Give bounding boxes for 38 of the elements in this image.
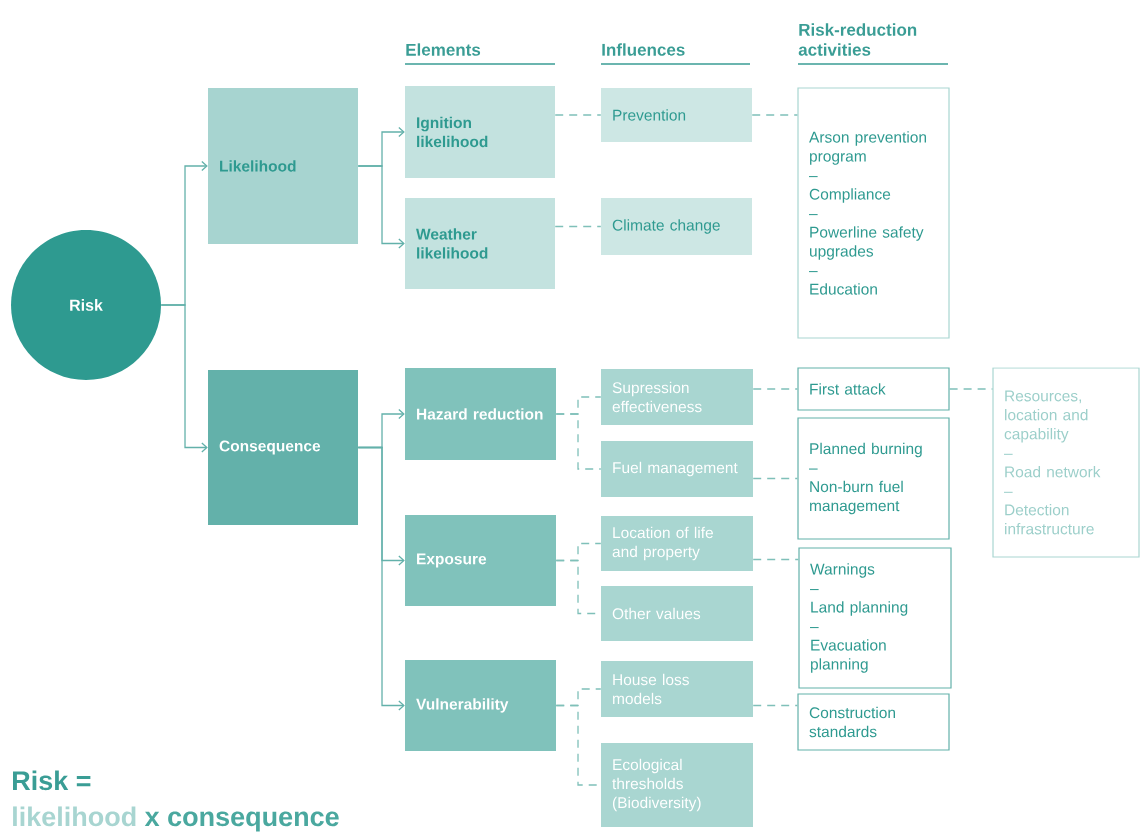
arrow	[160, 304, 208, 453]
activity-box: Resources, location and capability – Road network – Detection infrastructure	[992, 367, 1140, 558]
connector-line	[752, 388, 799, 390]
influence-box: Ecological thresholds (Biodiversity)	[601, 743, 753, 827]
arrow	[357, 446, 405, 711]
element-box: Hazard reduction	[405, 368, 556, 460]
connector-line	[752, 704, 799, 707]
influence-box: Prevention	[601, 88, 752, 142]
influence-box: Location of life and property	[601, 516, 753, 571]
element-box: Ignition likelihood	[405, 86, 555, 178]
formula-text: Risk =	[13, 770, 91, 791]
column-heading: Influences	[602, 43, 685, 56]
connector-line	[751, 114, 799, 116]
element-box: Vulnerability	[405, 660, 556, 751]
activity-box: Arson prevention program – Compliance – Powerline safety upgrades – Education	[797, 87, 950, 339]
connector-line	[752, 477, 799, 480]
influence-box: Supression effectiveness	[601, 369, 753, 425]
connector-line	[554, 114, 602, 116]
column-heading: Elements	[406, 43, 481, 56]
influence-box: House loss models	[601, 661, 753, 717]
element-box: Exposure	[405, 515, 556, 606]
connector-line	[555, 413, 602, 470]
element-box: Weather likelihood	[405, 198, 555, 289]
connector-line	[554, 225, 602, 228]
activity-box: Planned burning – Non-burn fuel management	[797, 417, 950, 540]
formula-text: likelihood	[13, 806, 136, 827]
activity-box: First attack	[797, 367, 950, 411]
influence-box: Other values	[601, 586, 753, 641]
formula-text: x consequence	[144, 811, 339, 832]
activity-box: Warnings – Land planning – Evacuation planning	[798, 547, 952, 689]
influence-box: Fuel management	[601, 441, 753, 497]
category-box: Consequence	[208, 370, 358, 525]
category-box: Likelihood	[208, 88, 358, 244]
influence-box: Climate change	[601, 198, 752, 255]
arrow	[357, 165, 405, 249]
column-heading: Risk-reduction activities	[798, 23, 917, 56]
connector-line	[752, 558, 800, 561]
activity-box: Construction standards	[797, 693, 950, 751]
